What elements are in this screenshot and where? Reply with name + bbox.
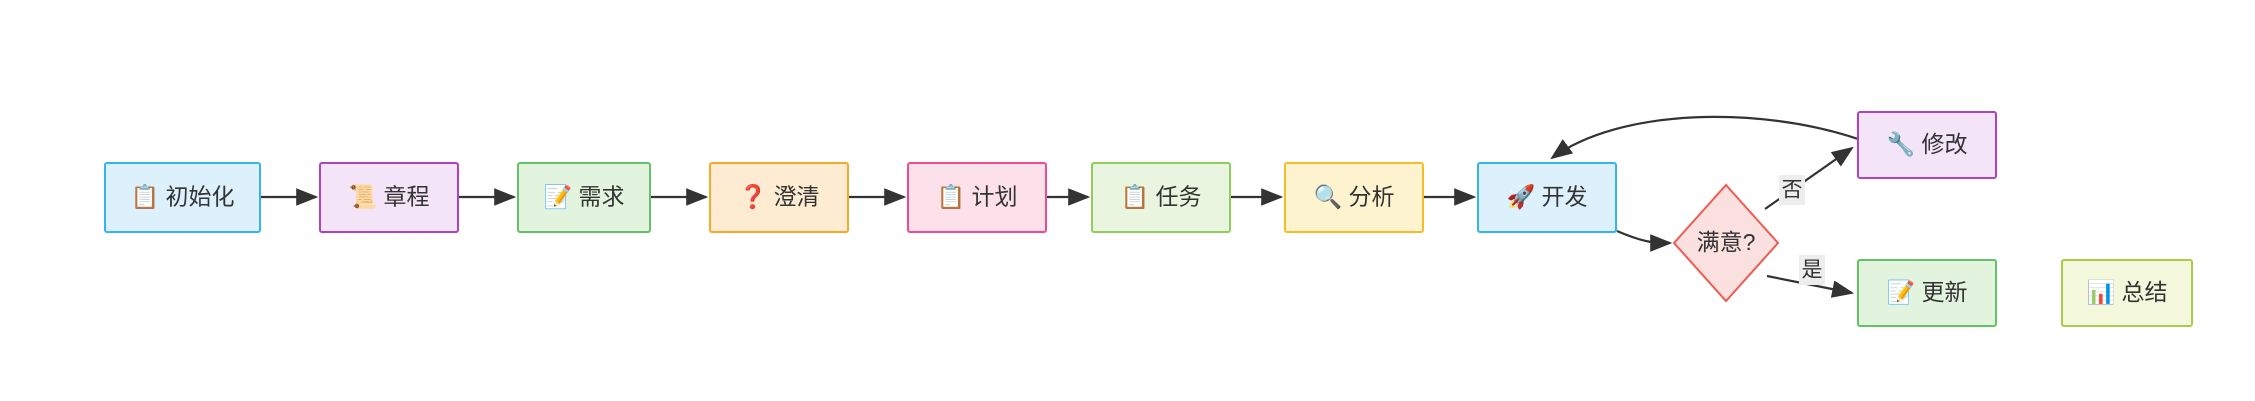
edge-label-text: 是 — [1802, 259, 1823, 282]
edge-label-background — [1779, 175, 1805, 205]
node-shape-rect — [1477, 162, 1617, 233]
node-shape-rect — [2061, 259, 2193, 327]
node-revise[interactable]: 🔧 修改 — [1857, 111, 1997, 179]
node-init[interactable]: 📋 初始化 — [104, 162, 261, 233]
edge-label-satisfied-to-update: 是 — [1799, 255, 1825, 285]
node-clarify[interactable]: ❓ 澄清 — [709, 162, 849, 233]
node-shape-rect — [104, 162, 261, 233]
node-label-plan: 📋 计划 — [936, 184, 1017, 211]
node-plan[interactable]: 📋 计划 — [907, 162, 1047, 233]
edge-labels-layer: 否是 — [1779, 175, 1825, 285]
node-label-satisfied: 满意? — [1697, 229, 1756, 255]
node-develop[interactable]: 🚀 开发 — [1477, 162, 1617, 233]
node-charter[interactable]: 📜 章程 — [319, 162, 459, 233]
node-label-develop: 🚀 开发 — [1506, 184, 1587, 211]
node-label-revise: 🔧 修改 — [1886, 130, 1967, 158]
node-label-task: 📋 任务 — [1120, 184, 1201, 211]
node-label-charter: 📜 章程 — [348, 184, 429, 210]
node-label-clarify: ❓ 澄清 — [738, 184, 819, 211]
node-shape-rect — [907, 162, 1047, 233]
node-update[interactable]: 📝 更新 — [1857, 259, 1997, 327]
node-shape-rect — [1857, 111, 1997, 179]
node-label-init: 📋 初始化 — [130, 184, 234, 211]
node-shape-diamond — [1672, 183, 1780, 303]
node-shape-rect — [517, 162, 651, 233]
node-shape-rect — [1284, 162, 1424, 233]
edges-layer — [261, 115, 1859, 298]
edge-label-satisfied-to-revise: 否 — [1779, 175, 1805, 205]
node-shape-rect — [1857, 259, 1997, 327]
edge-develop-to-satisfied — [1616, 229, 1673, 252]
node-requirements[interactable]: 📝 需求 — [517, 162, 651, 233]
node-label-requirements: 📝 需求 — [543, 184, 624, 211]
edge-revise-to-develop — [1550, 115, 1859, 160]
node-shape-rect — [1091, 162, 1231, 233]
node-satisfied[interactable]: 满意? — [1672, 183, 1780, 303]
node-shape-rect — [319, 162, 459, 233]
edge-label-text: 否 — [1782, 179, 1803, 202]
node-label-analyze: 🔍 分析 — [1313, 182, 1394, 211]
node-shape-rect — [709, 162, 849, 233]
edge-label-background — [1799, 255, 1825, 285]
node-analyze[interactable]: 🔍 分析 — [1284, 162, 1424, 233]
node-label-summary: 📊 总结 — [2086, 279, 2167, 306]
node-label-update: 📝 更新 — [1886, 279, 1967, 306]
node-summary[interactable]: 📊 总结 — [2061, 259, 2193, 327]
node-task[interactable]: 📋 任务 — [1091, 162, 1231, 233]
edge-satisfied-to-revise — [1764, 146, 1854, 210]
